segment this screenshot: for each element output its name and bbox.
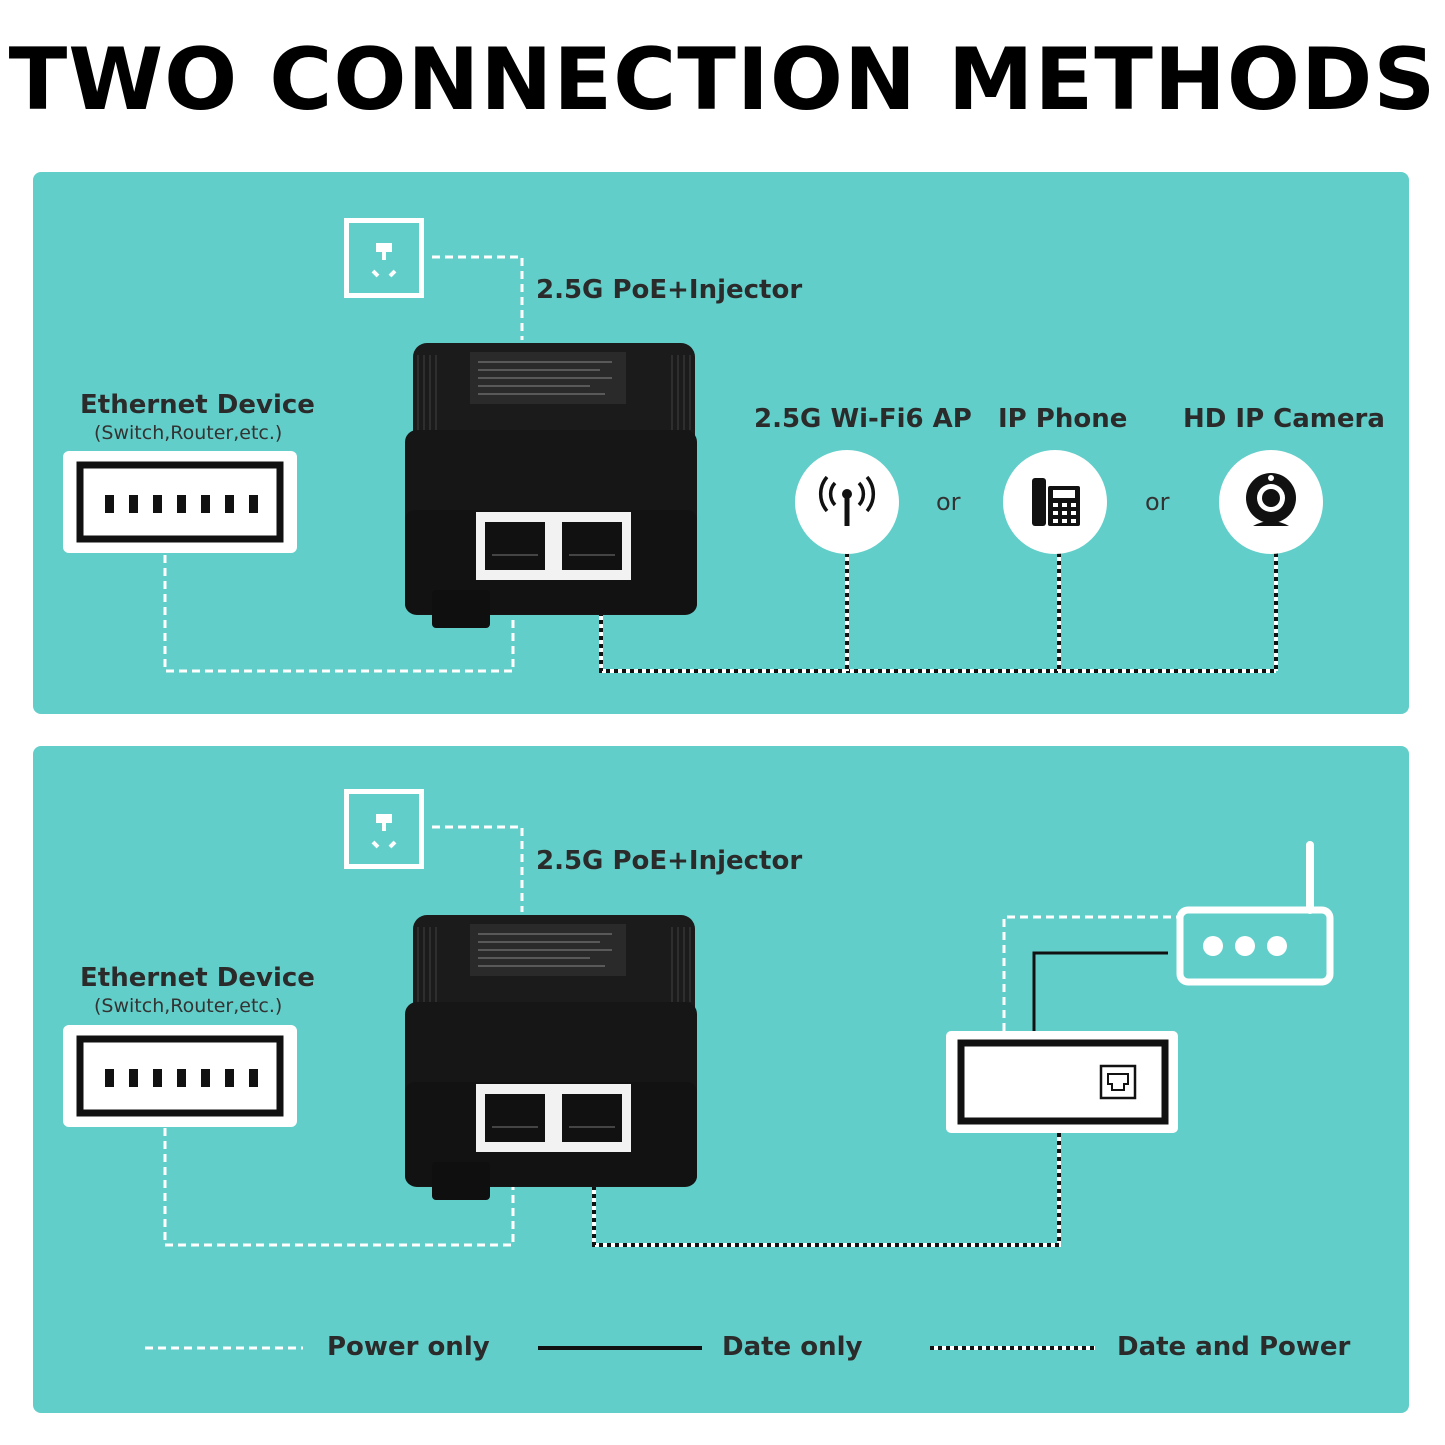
switch-icon [63, 1025, 297, 1127]
injector-label-2: 2.5G PoE+Injector [536, 846, 803, 876]
device-label-ip-phone: IP Phone [998, 404, 1128, 434]
injector-label: 2.5G PoE+Injector [536, 275, 803, 305]
poe-injector-icon [405, 343, 697, 628]
ethernet-device-subtitle-2: (Switch,Router,etc.) [94, 995, 283, 1017]
or-text-2: or [1145, 488, 1170, 516]
ip-camera-icon [1219, 450, 1323, 554]
data-line-modem-router [1032, 951, 1168, 1031]
poe-line-injector-devices-1 [599, 553, 1278, 673]
or-text-1: or [936, 488, 961, 516]
outlet-icon [344, 789, 424, 869]
legend-data-power-label: Date and Power [1117, 1332, 1351, 1362]
poe-injector-icon [405, 915, 697, 1200]
data-line-ethernet-injector-2 [163, 1128, 515, 1247]
ip-phone-icon [1003, 450, 1107, 554]
legend-power-only-label: Power only [327, 1332, 490, 1362]
ethernet-device-title-2: Ethernet Device [80, 963, 315, 993]
ethernet-device-subtitle: (Switch,Router,etc.) [94, 422, 283, 444]
router-icon [1176, 841, 1334, 986]
page-title: TWO CONNECTION METHODS [8, 30, 1437, 130]
poe-line-injector-modem-2 [592, 1133, 1061, 1247]
switch-icon [63, 451, 297, 553]
outlet-icon [344, 218, 424, 298]
legend-data-only-label: Date only [722, 1332, 863, 1362]
data-line-ethernet-injector-1 [163, 555, 515, 673]
device-label-wifi-ap: 2.5G Wi-Fi6 AP [754, 404, 972, 434]
wifi-ap-icon [795, 450, 899, 554]
power-line-outlet-injector-2 [432, 825, 524, 912]
modem-icon [946, 1031, 1178, 1133]
connection-method-1-panel [33, 172, 1409, 714]
power-line-modem-router [1002, 915, 1178, 1031]
device-label-ip-camera: HD IP Camera [1183, 404, 1385, 434]
ethernet-device-title: Ethernet Device [80, 390, 315, 420]
power-line-outlet-injector-1 [432, 255, 524, 340]
